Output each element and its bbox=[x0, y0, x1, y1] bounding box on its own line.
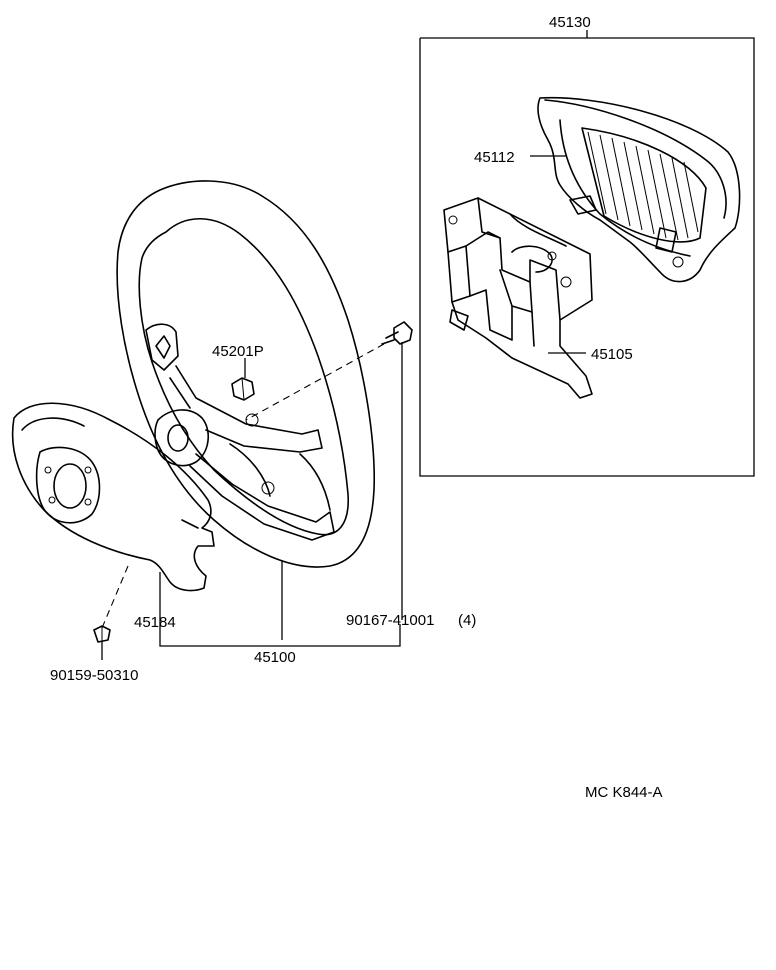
assembly-45130-box bbox=[419, 30, 755, 477]
label-45112: 45112 bbox=[474, 149, 515, 166]
nut-45201P bbox=[231, 377, 255, 401]
screw-90159-50310 bbox=[93, 625, 111, 643]
label-bolt-qty: (4) bbox=[458, 612, 476, 629]
label-90159-50310: 90159-50310 bbox=[50, 667, 138, 684]
label-45105: 45105 bbox=[591, 346, 633, 363]
label-45100: 45100 bbox=[254, 649, 296, 666]
lower-cover-45184 bbox=[11, 402, 215, 629]
label-45184: 45184 bbox=[134, 614, 176, 631]
pad-cover-45112 bbox=[537, 96, 741, 283]
label-90167-41001: 90167-41001 bbox=[346, 612, 434, 629]
drawing-code: MC K844-A bbox=[585, 784, 663, 801]
label-45130: 45130 bbox=[549, 14, 591, 31]
label-45201P: 45201P bbox=[212, 343, 264, 360]
pad-cover-grille bbox=[581, 127, 707, 243]
pad-bracket-45105 bbox=[443, 197, 593, 399]
leader-45184-bracket bbox=[159, 572, 401, 647]
steering-wheel-45100 bbox=[116, 180, 376, 568]
bolt-90167-41001 bbox=[245, 321, 413, 421]
